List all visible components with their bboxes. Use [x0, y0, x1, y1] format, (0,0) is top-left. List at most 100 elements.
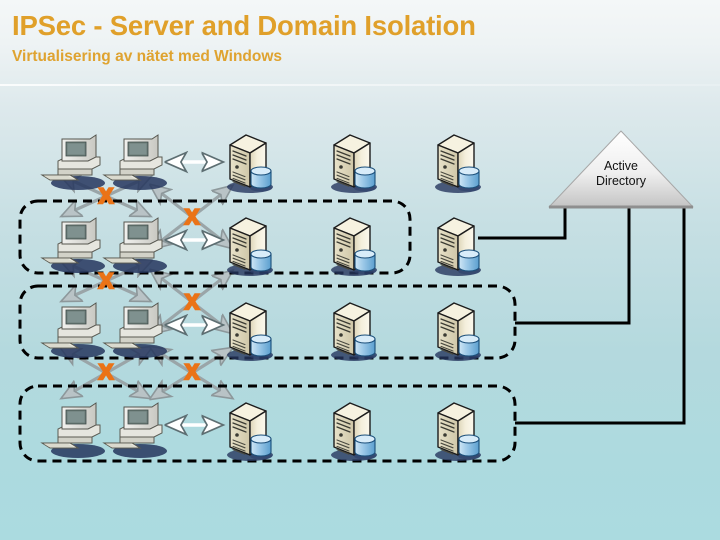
server-bay — [336, 233, 351, 240]
server-bay — [440, 418, 455, 425]
db-top — [458, 434, 480, 444]
directory-uplink-row-isolated-2 — [515, 207, 631, 325]
server-vent — [232, 171, 246, 178]
server-power-led — [235, 333, 239, 337]
db-body — [458, 438, 480, 457]
server-vent — [232, 349, 246, 355]
server-vent — [232, 181, 246, 187]
pc-case-front — [57, 336, 93, 344]
server-vent — [232, 257, 246, 264]
active-directory-callout — [548, 130, 694, 209]
server-vent — [232, 260, 246, 267]
pc-screen-glare — [129, 143, 147, 155]
server-bay — [440, 422, 455, 429]
server-vent — [232, 339, 246, 346]
srv-2a — [227, 217, 273, 276]
device-nodes-layer — [40, 134, 481, 461]
server-bay — [440, 426, 455, 433]
server-vent — [440, 339, 454, 346]
pc-case-front — [119, 336, 155, 344]
server-vent — [336, 449, 350, 455]
db-top — [458, 166, 480, 176]
server-vent — [232, 449, 246, 455]
server-vent — [336, 254, 350, 261]
server-bay — [232, 426, 247, 433]
pc-keys — [106, 344, 136, 347]
db-body — [250, 338, 272, 357]
server-vent — [440, 445, 454, 452]
isolation-boundary-row-isolated-1 — [18, 199, 412, 275]
server-vent — [440, 257, 454, 264]
pc-case-front — [119, 251, 155, 259]
server-bay — [336, 318, 351, 325]
server-vent — [440, 254, 454, 261]
server-bay — [336, 322, 351, 329]
server-bay — [336, 150, 351, 157]
server-vent — [232, 439, 246, 446]
server-bay — [440, 158, 455, 165]
srv-1c — [435, 134, 481, 193]
srv-3b — [331, 302, 377, 361]
db-body — [354, 338, 376, 357]
srv-1a — [227, 134, 273, 193]
pc-3b — [102, 302, 167, 358]
server-vent — [440, 442, 454, 449]
db-body — [354, 253, 376, 272]
db-top — [250, 166, 272, 176]
server-bay — [440, 154, 455, 161]
server-bay — [336, 422, 351, 429]
db-top — [354, 249, 376, 259]
pc-keys — [44, 259, 74, 262]
srv-4c — [435, 402, 481, 461]
server-bay — [232, 322, 247, 329]
pc-case-front — [57, 251, 93, 259]
server-bay — [440, 318, 455, 325]
db-body — [354, 438, 376, 457]
pc-screen-glare — [67, 411, 85, 423]
server-vent — [440, 264, 454, 270]
pc-screen-glare — [67, 143, 85, 155]
pc-2b — [102, 217, 167, 273]
server-vent — [440, 345, 454, 352]
server-vent — [440, 449, 454, 455]
server-vent — [440, 181, 454, 187]
server-power-led — [339, 165, 343, 169]
pc-screen-glare — [129, 411, 147, 423]
db-body — [354, 170, 376, 189]
directory-uplink-row-isolated-3 — [515, 207, 686, 425]
server-bay — [232, 158, 247, 165]
server-power-led — [443, 433, 447, 437]
blocked-marker: X — [185, 206, 199, 229]
server-bay — [232, 154, 247, 161]
srv-4b — [331, 402, 377, 461]
server-vent — [336, 181, 350, 187]
server-vent — [232, 254, 246, 261]
server-vent — [232, 342, 246, 349]
server-power-led — [339, 433, 343, 437]
server-vent — [232, 174, 246, 181]
directory-uplinks-layer — [478, 207, 686, 425]
server-bay — [232, 422, 247, 429]
server-bay — [232, 241, 247, 248]
server-vent — [440, 171, 454, 178]
server-bay — [440, 237, 455, 244]
pc-screen-glare — [67, 311, 85, 323]
pc-screen-glare — [129, 311, 147, 323]
server-vent — [440, 342, 454, 349]
pc-keys — [44, 444, 74, 447]
db-top — [250, 249, 272, 259]
server-power-led — [443, 165, 447, 169]
server-vent — [336, 342, 350, 349]
server-bay — [440, 150, 455, 157]
blocked-marker: X — [185, 291, 199, 314]
pc-keys — [106, 176, 136, 179]
server-vent — [232, 445, 246, 452]
server-vent — [336, 339, 350, 346]
pc-screen-glare — [129, 226, 147, 238]
server-vent — [440, 177, 454, 184]
server-vent — [336, 349, 350, 355]
srv-3a — [227, 302, 273, 361]
server-vent — [336, 439, 350, 446]
header-divider — [0, 84, 720, 86]
